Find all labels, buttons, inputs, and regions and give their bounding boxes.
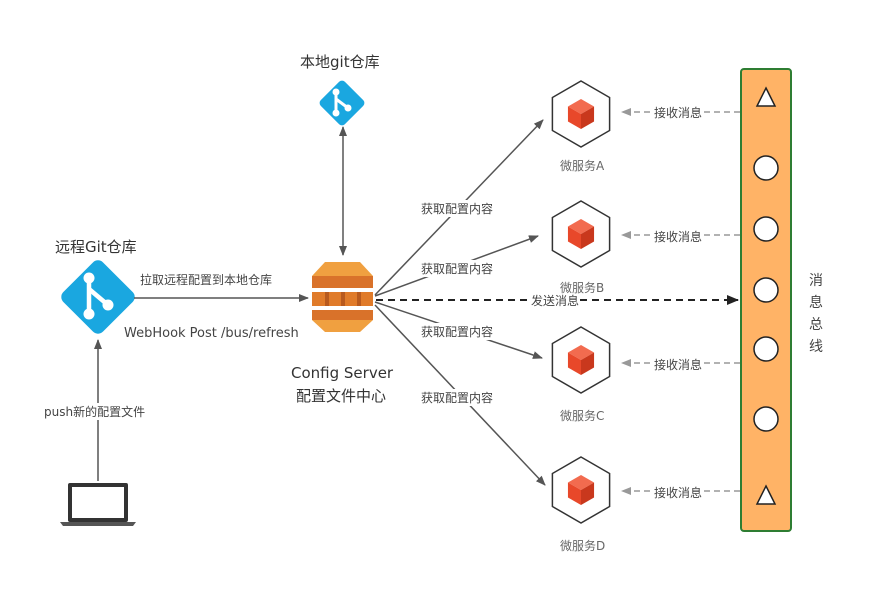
push-config-label: push新的配置文件: [43, 403, 147, 420]
bus-label-char: 息: [809, 295, 823, 311]
cube-left-face: [567, 482, 581, 505]
service-cube-icon: [551, 456, 611, 524]
fetch-config-label-d: 获取配置内容: [420, 389, 495, 406]
cube-left-face: [567, 226, 581, 249]
cube-right-face: [581, 226, 595, 249]
bus-ports: [753, 86, 779, 505]
service-c-label: 微服务C: [560, 409, 605, 423]
webhook-label: WebHook Post /bus/refresh: [124, 326, 299, 341]
service-d-label: 微服务D: [560, 539, 606, 553]
fetch-config-label-a: 获取配置内容: [420, 200, 495, 217]
local-git-icon: [319, 80, 365, 126]
service-cube-icon: [551, 326, 611, 394]
receive-message-label-b: 接收消息: [653, 228, 704, 245]
service-cube-icon: [551, 80, 611, 148]
pull-config-label: 拉取远程配置到本地仓库: [140, 273, 273, 287]
bus-label-char: 线: [809, 339, 823, 355]
service-cube-icon: [551, 200, 611, 268]
bus-port-triangle-bottom: [755, 484, 777, 505]
cube-right-face: [581, 352, 595, 375]
bus-port-circle: [753, 406, 779, 432]
cube-left-face: [567, 352, 581, 375]
laptop-icon: [60, 483, 136, 526]
config-server-sublabel: 配置文件中心: [296, 387, 387, 405]
cube-top-face: [567, 219, 595, 234]
remote-git-label: 远程Git仓库: [55, 238, 137, 256]
config-server-icon: [312, 262, 373, 332]
service-a-label: 微服务A: [560, 159, 605, 173]
service-b-label: 微服务B: [560, 281, 605, 295]
cube-top-face: [567, 475, 595, 490]
bus-label-char: 消: [809, 273, 823, 289]
receive-message-label-c: 接收消息: [653, 356, 704, 373]
cube-right-face: [581, 482, 595, 505]
receive-message-label-a: 接收消息: [653, 104, 704, 121]
send-message-label: 发送消息: [530, 292, 581, 309]
remote-git-icon: [61, 260, 135, 334]
config-server-label: Config Server: [291, 364, 394, 382]
cube-right-face: [581, 106, 595, 129]
bus-port-circle: [753, 336, 779, 362]
cube-left-face: [567, 106, 581, 129]
fetch-config-label-b: 获取配置内容: [420, 260, 495, 277]
bus-port-circle: [753, 216, 779, 242]
bus-label-char: 总: [809, 317, 823, 333]
bus-port-triangle-top: [755, 86, 777, 107]
receive-message-label-d: 接收消息: [653, 484, 704, 501]
cube-top-face: [567, 345, 595, 360]
fetch-config-label-c: 获取配置内容: [420, 323, 495, 340]
bus-port-circle: [753, 277, 779, 303]
local-git-label: 本地git仓库: [300, 53, 380, 71]
cube-top-face: [567, 99, 595, 114]
arrows: [94, 108, 740, 495]
service-icons: [551, 80, 611, 524]
bus-port-circle: [753, 155, 779, 181]
